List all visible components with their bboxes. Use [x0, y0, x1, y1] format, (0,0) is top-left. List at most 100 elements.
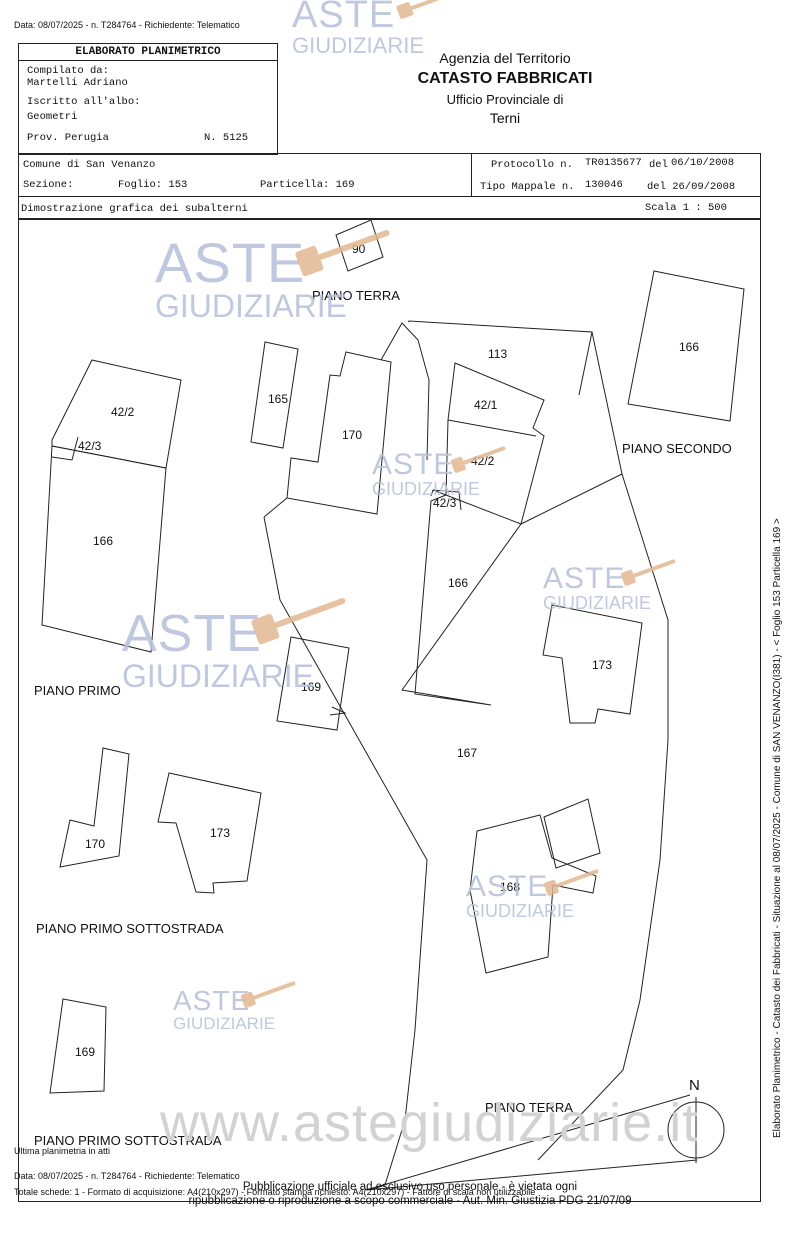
label-piano-terra-bottom: PIANO TERRA: [485, 1100, 573, 1115]
watermark-logo-3: ASTE GIUDIZIARIE: [543, 562, 652, 613]
comune-label: Comune di San Venanzo: [23, 159, 156, 171]
sub-169-sottostrada: 169: [75, 1045, 96, 1059]
boundary-west-b: [263, 516, 428, 1191]
unit-166-primo-outline: [41, 445, 167, 653]
sub-42-3-left: 42/3: [78, 439, 102, 453]
unit-90-outline: [335, 219, 384, 272]
unit-173-terra-outline: [542, 604, 643, 724]
north-arrow-line-b: [365, 1159, 698, 1191]
gavel-icon: [620, 559, 676, 586]
unit-173-sottostrada-outline: [157, 772, 262, 894]
watermark-logo-1: ASTE GIUDIZIARIE: [155, 231, 348, 324]
unit-42-166-outline: [401, 362, 545, 706]
north-letter: N: [689, 1077, 700, 1094]
compilato-name: Martelli Adriano: [27, 77, 128, 89]
boundary-west-113: [380, 322, 430, 461]
label-piano-primo-sottostrada-2: PIANO PRIMO SOTTOSTRADA: [34, 1133, 222, 1148]
prov-label: Prov. Perugia: [27, 132, 109, 144]
label-piano-primo-sottostrada-1: PIANO PRIMO SOTTOSTRADA: [36, 921, 224, 936]
unit-168-outline: [469, 814, 597, 974]
footer-totale: Totale schede: 1 - Formato di acquisizio…: [14, 1187, 536, 1197]
gavel-icon: [396, 0, 459, 19]
boundary-west-a: [263, 497, 288, 518]
footer-ultima: Ultima planimetria in atti: [14, 1146, 111, 1156]
agency-line-3: Ufficio Provinciale di: [446, 92, 564, 107]
tipo-mappale-value: 130046: [585, 179, 623, 191]
gavel-icon: [450, 446, 506, 473]
gavel-icon: [240, 981, 296, 1008]
scala-label: Scala 1 : 500: [645, 202, 727, 214]
sub-173-terra: 173: [592, 658, 613, 672]
foglio-label: Foglio: 153: [118, 179, 188, 191]
agency-line-2: CATASTO FABBRICATI: [417, 70, 593, 87]
side-caption: Elaborato Planimetrico - Catasto dei Fab…: [772, 518, 783, 1138]
publication-line-2: ripubblicazione o riproduzione a scopo c…: [188, 1195, 632, 1207]
divider-42-1: [447, 419, 537, 437]
sub-42-3-center: 42/3: [433, 496, 457, 510]
protocollo-value: TR0135677: [585, 157, 642, 169]
numero-label: N. 5125: [204, 132, 249, 144]
sub-166-secondo: 166: [679, 340, 700, 354]
plan-frame: [18, 219, 761, 1202]
watermark-logo-4: ASTE GIUDIZIARIE: [122, 605, 315, 694]
sub-170-terra: 170: [342, 428, 363, 442]
watermark-logo-top: ASTE GIUDIZIARIE: [292, 0, 425, 58]
watermark-logo-2: ASTE GIUDIZIARIE: [372, 448, 481, 499]
sub-173-sottostrada: 173: [210, 826, 231, 840]
particella-label: Particella: 169: [260, 179, 355, 191]
sub-42-1: 42/1: [474, 398, 498, 412]
arrow-mark: [329, 706, 347, 716]
agency-line-1: Agenzia del Territorio: [439, 50, 571, 66]
protocollo-label: Protocollo n.: [491, 159, 573, 171]
unit-113-outline: [407, 320, 593, 396]
label-piano-terra-top: PIANO TERRA: [312, 288, 400, 303]
tipo-mappale-label: Tipo Mappale n.: [480, 181, 575, 193]
gavel-icon: [295, 230, 390, 277]
protocollo-date: 06/10/2008: [671, 157, 735, 169]
sezione-label: Sezione:: [23, 179, 74, 191]
unit-170-outline: [286, 351, 392, 515]
boundary-east: [537, 331, 669, 1161]
agency-line-4: Terni: [489, 110, 521, 126]
sub-169-terra: 169: [301, 680, 322, 694]
top-note: Data: 08/07/2025 - n. T284764 - Richiede…: [14, 20, 240, 30]
divider-42-2: [432, 489, 522, 525]
unit-165-outline: [250, 341, 299, 449]
unit-42-3-left-box: [51, 436, 79, 461]
info-divider-v: [471, 154, 472, 196]
compilato-label: Compilato da:: [27, 65, 109, 77]
sub-167: 167: [457, 746, 478, 760]
header-title: ELABORATO PLANIMETRICO: [19, 44, 277, 61]
boundary-secondo: [520, 473, 623, 525]
unit-168-annex: [543, 798, 601, 869]
info-divider-h: [19, 196, 760, 197]
gavel-icon: [251, 598, 346, 645]
unit-169-terra-outline: [276, 636, 350, 731]
label-piano-primo: PIANO PRIMO: [34, 683, 121, 698]
info-box: Comune di San Venanzo Sezione: Foglio: 1…: [18, 153, 761, 219]
watermark-logo-5: ASTE GIUDIZIARIE: [466, 870, 575, 921]
unit-170-sottostrada-outline: [59, 747, 130, 868]
publication-notice: Pubblicazione ufficiale ad esclusivo uso…: [150, 1180, 670, 1208]
unit-42-3-center-box: [430, 489, 462, 511]
unit-166-secondo-outline: [627, 270, 745, 422]
protocollo-del: del: [649, 159, 668, 171]
sub-170-sottostrada: 170: [85, 837, 106, 851]
header-box: ELABORATO PLANIMETRICO Compilato da: Mar…: [18, 43, 278, 155]
sub-42-2-left: 42/2: [111, 405, 135, 419]
north-arrow-line-a: [365, 1094, 691, 1191]
sub-166-center: 166: [448, 576, 469, 590]
watermark-logo-6: ASTE GIUDIZIARIE: [173, 985, 276, 1033]
site-watermark: www.astegiudiziarie.it: [160, 1093, 699, 1153]
publication-line-1: Pubblicazione ufficiale ad esclusivo uso…: [242, 1181, 578, 1193]
label-piano-secondo: PIANO SECONDO: [622, 441, 732, 456]
footer-data: Data: 08/07/2025 - n. T284764 - Richiede…: [14, 1171, 240, 1181]
tipo-mappale-date: del 26/09/2008: [647, 181, 736, 193]
unit-169-sottostrada-outline: [49, 998, 107, 1094]
agency-block: Agenzia del Territorio CATASTO FABBRICAT…: [390, 50, 620, 126]
gavel-icon: [543, 869, 599, 896]
sub-168: 168: [500, 880, 521, 894]
sub-113: 113: [488, 347, 508, 361]
